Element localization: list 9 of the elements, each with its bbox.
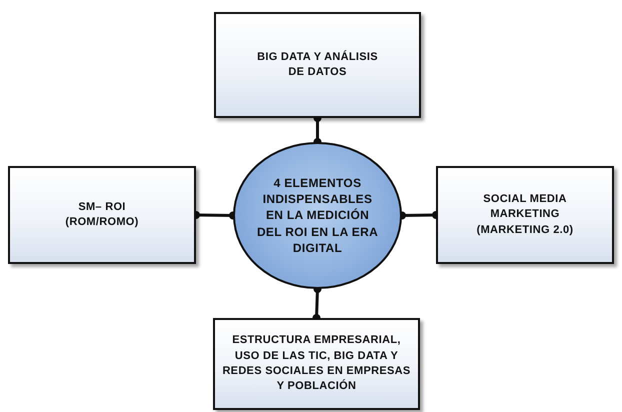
- element-box: [8, 166, 196, 264]
- box-label: ESTRUCTURA EMPRESARIAL, USO DE LAS TIC, BIG DATA Y REDES SOCIALES EN EMPRESAS Y POBLACIÓN: [222, 333, 412, 394]
- box-label: 4 ELEMENTOS INDISPENSABLES EN LA MEDICIÓN DEL ROI EN LA ERA DIGITAL: [256, 175, 380, 256]
- element-box: [214, 12, 421, 118]
- element-box: [213, 318, 420, 410]
- element-box: [436, 166, 614, 264]
- box-label: SOCIAL MEDIA MARKETING (MARKETING 2.0): [476, 192, 574, 238]
- box-label: SM– ROI (ROM/ROMO): [64, 200, 140, 230]
- box-label: BIG DATA Y ANÁLISIS DE DATOS: [256, 50, 379, 80]
